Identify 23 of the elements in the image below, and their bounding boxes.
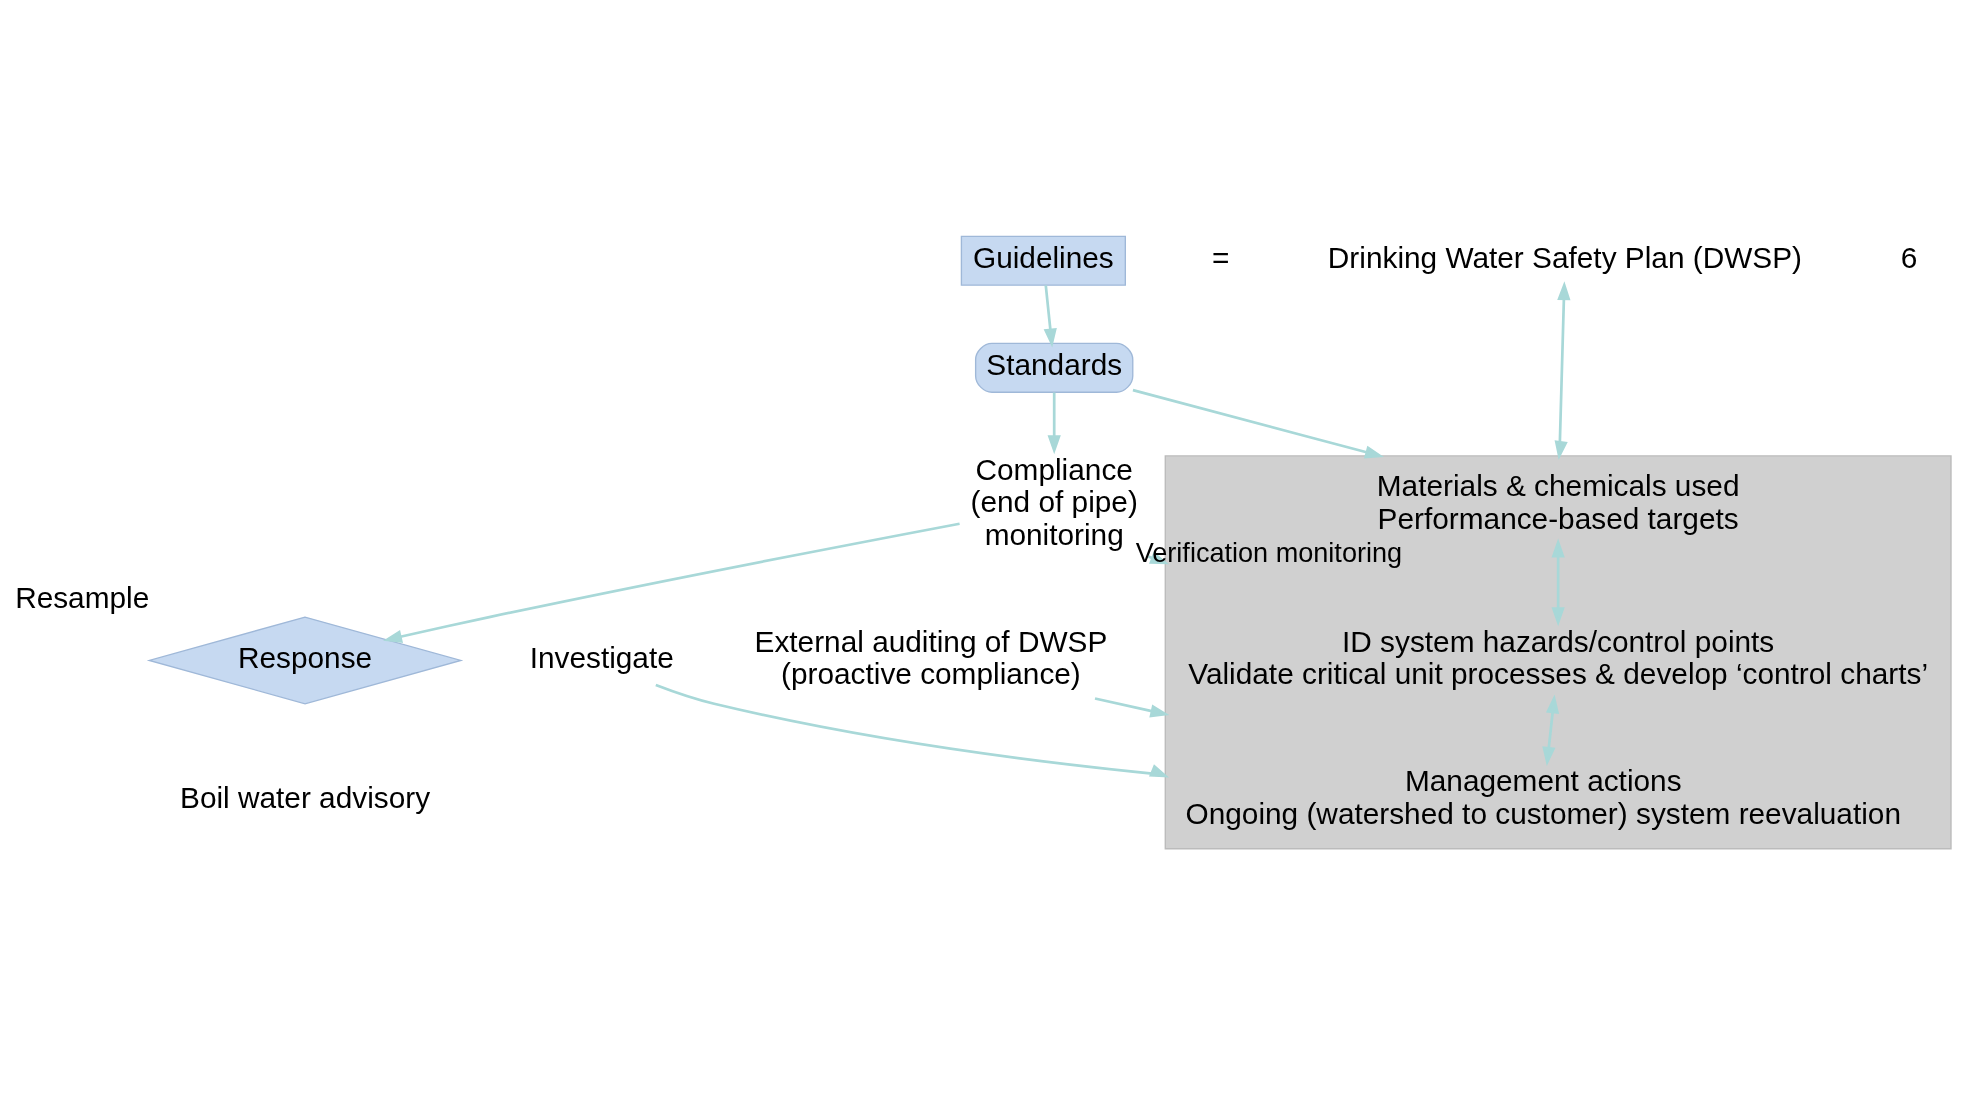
label: =: [1211, 240, 1230, 274]
node-text: ID system hazards/control points Validate critical unit processes & develop ‘control charts’: [1187, 624, 1928, 690]
label: 6: [1900, 240, 1917, 274]
arrow: [1541, 693, 1559, 766]
arrow: [1132, 388, 1384, 458]
arrow: [1094, 696, 1169, 717]
arrow: [1047, 392, 1061, 454]
node-text: External auditing of DWSP (proactive compliance): [754, 624, 1107, 690]
node-box: Guidelines: [960, 235, 1126, 286]
node-text: Investigate: [529, 640, 674, 674]
node-text: Drinking Water Safety Plan (DWSP): [1327, 240, 1802, 274]
node-text: Materials & chemicals used Performance-based targets: [1376, 468, 1739, 534]
arrow: [1043, 284, 1057, 347]
arrow: [1554, 280, 1570, 460]
node-box: Standards: [974, 342, 1133, 393]
arrow: [1551, 538, 1565, 626]
node-text: Management actions Ongoing (watershed to customer) system reevaluation: [1185, 763, 1901, 830]
node-label: Boil water advisory: [179, 780, 430, 814]
node-label: Resample: [14, 580, 149, 614]
edge-label: Verification monitoring: [1135, 536, 1402, 568]
arrow: [654, 683, 1169, 777]
node-diamond: Response: [146, 615, 463, 704]
arrow: [382, 521, 960, 643]
